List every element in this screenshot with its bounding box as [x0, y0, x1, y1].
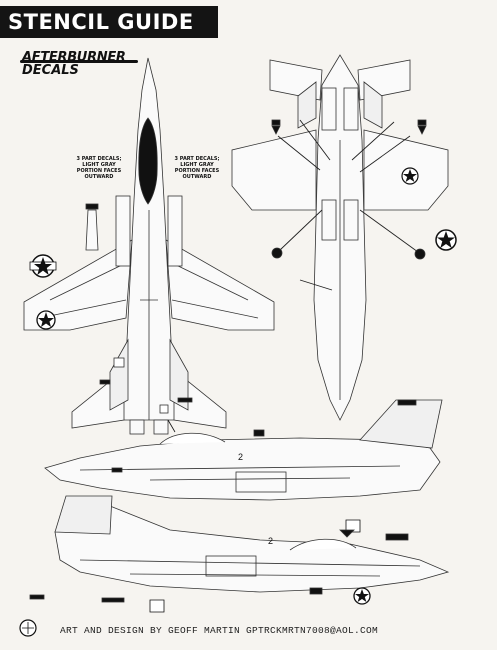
afterburner-logo: AFTERBURNER DECALS [20, 50, 138, 80]
marker-b: 2 [268, 536, 273, 546]
top-view-aircraft [23, 57, 275, 435]
side-view-upper [44, 399, 443, 501]
cross-marker-right [414, 248, 426, 260]
cross-marker-left [271, 247, 283, 259]
side-view-lower [54, 495, 450, 593]
page-title: STENCIL GUIDE [0, 6, 218, 38]
studio-seal [19, 619, 37, 637]
logo-line-2: DECALS [22, 63, 79, 78]
star-roundel-right [435, 229, 457, 251]
star-roundel-left-2 [36, 310, 56, 330]
footer-credit: ART AND DESIGN BY GEOFF MARTIN GPTRCKMRT… [60, 625, 379, 636]
tank-left [85, 209, 99, 251]
bottom-view-aircraft [231, 54, 449, 421]
leader-lines [277, 119, 419, 291]
decal-note-right: 3 PART DECALS; LIGHT GRAY PORTION FACES … [174, 156, 220, 180]
star-roundel-right-2 [401, 167, 419, 185]
logo-line-1: AFTERBURNER [22, 50, 126, 65]
logo-swoosh [20, 60, 138, 63]
star-roundel-side [353, 587, 371, 605]
decal-note-left: 3 PART DECALS; LIGHT GRAY PORTION FACES … [76, 156, 122, 180]
marker-a: 2 [238, 452, 243, 462]
star-roundel-left [29, 254, 57, 278]
